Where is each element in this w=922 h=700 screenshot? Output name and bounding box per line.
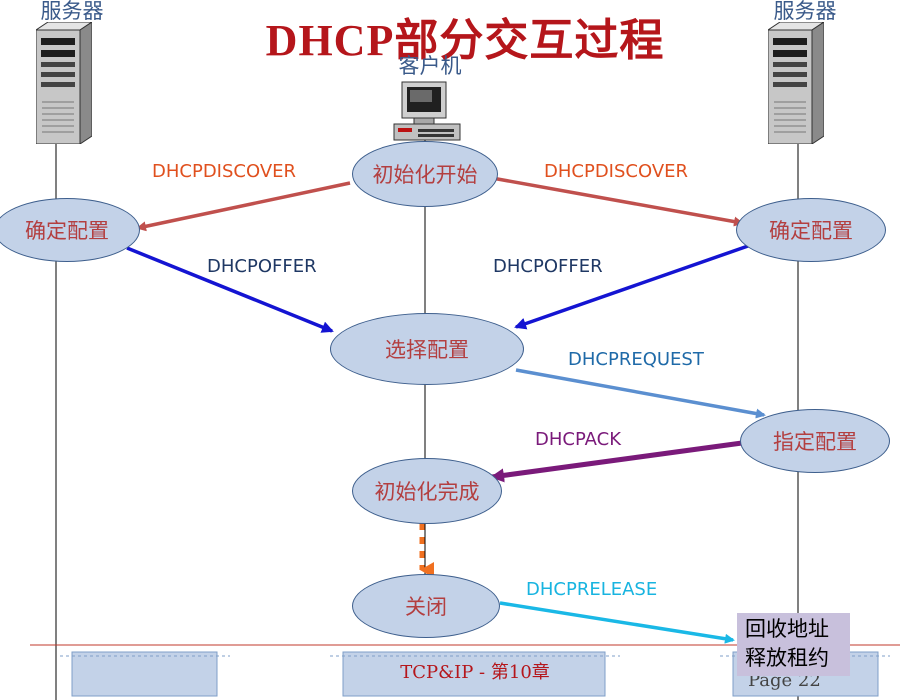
- node-assign-config: 指定配置: [740, 409, 890, 473]
- client-label: 客户机: [398, 54, 462, 78]
- msg-request: DHCPREQUEST: [568, 349, 704, 370]
- node-init-done: 初始化完成: [352, 458, 502, 524]
- node-init-start: 初始化开始: [352, 141, 498, 207]
- server-left-icon: [36, 22, 92, 144]
- server-right-icon: [768, 22, 824, 144]
- page-title: DHCP部分交互过程: [265, 16, 665, 65]
- msg-discover-right: DHCPDISCOVER: [544, 161, 689, 182]
- discover-right-arrow: [491, 176, 744, 227]
- offer-left-arrow: [126, 246, 334, 333]
- release-note: 回收地址 释放租约: [737, 613, 850, 676]
- node-confirm-left: 确定配置: [0, 198, 140, 262]
- footer-chapter: TCP&IP - 第10章: [400, 662, 550, 683]
- msg-discover-left: DHCPDISCOVER: [152, 161, 297, 182]
- node-confirm-right: 确定配置: [736, 198, 886, 262]
- release-arrow: [499, 601, 735, 644]
- client-computer-icon: [393, 81, 461, 141]
- release-note-line2: 释放租约: [745, 646, 829, 670]
- server-right-label: 服务器: [773, 0, 837, 23]
- server-left-label: 服务器: [40, 0, 104, 23]
- footer-box-mid: [342, 651, 606, 697]
- msg-release: DHCPRELEASE: [526, 579, 658, 600]
- ack-arrow: [490, 440, 743, 483]
- request-arrow: [515, 368, 766, 419]
- release-note-line1: 回收地址: [745, 617, 829, 641]
- node-close: 关闭: [352, 574, 500, 638]
- msg-offer-right: DHCPOFFER: [493, 256, 603, 277]
- discover-left-arrow: [136, 181, 351, 232]
- footer-box-left: [71, 651, 218, 697]
- msg-offer-left: DHCPOFFER: [207, 256, 317, 277]
- node-select-config: 选择配置: [330, 313, 524, 385]
- msg-ack: DHCPACK: [535, 429, 622, 450]
- offer-right-arrow: [514, 244, 749, 330]
